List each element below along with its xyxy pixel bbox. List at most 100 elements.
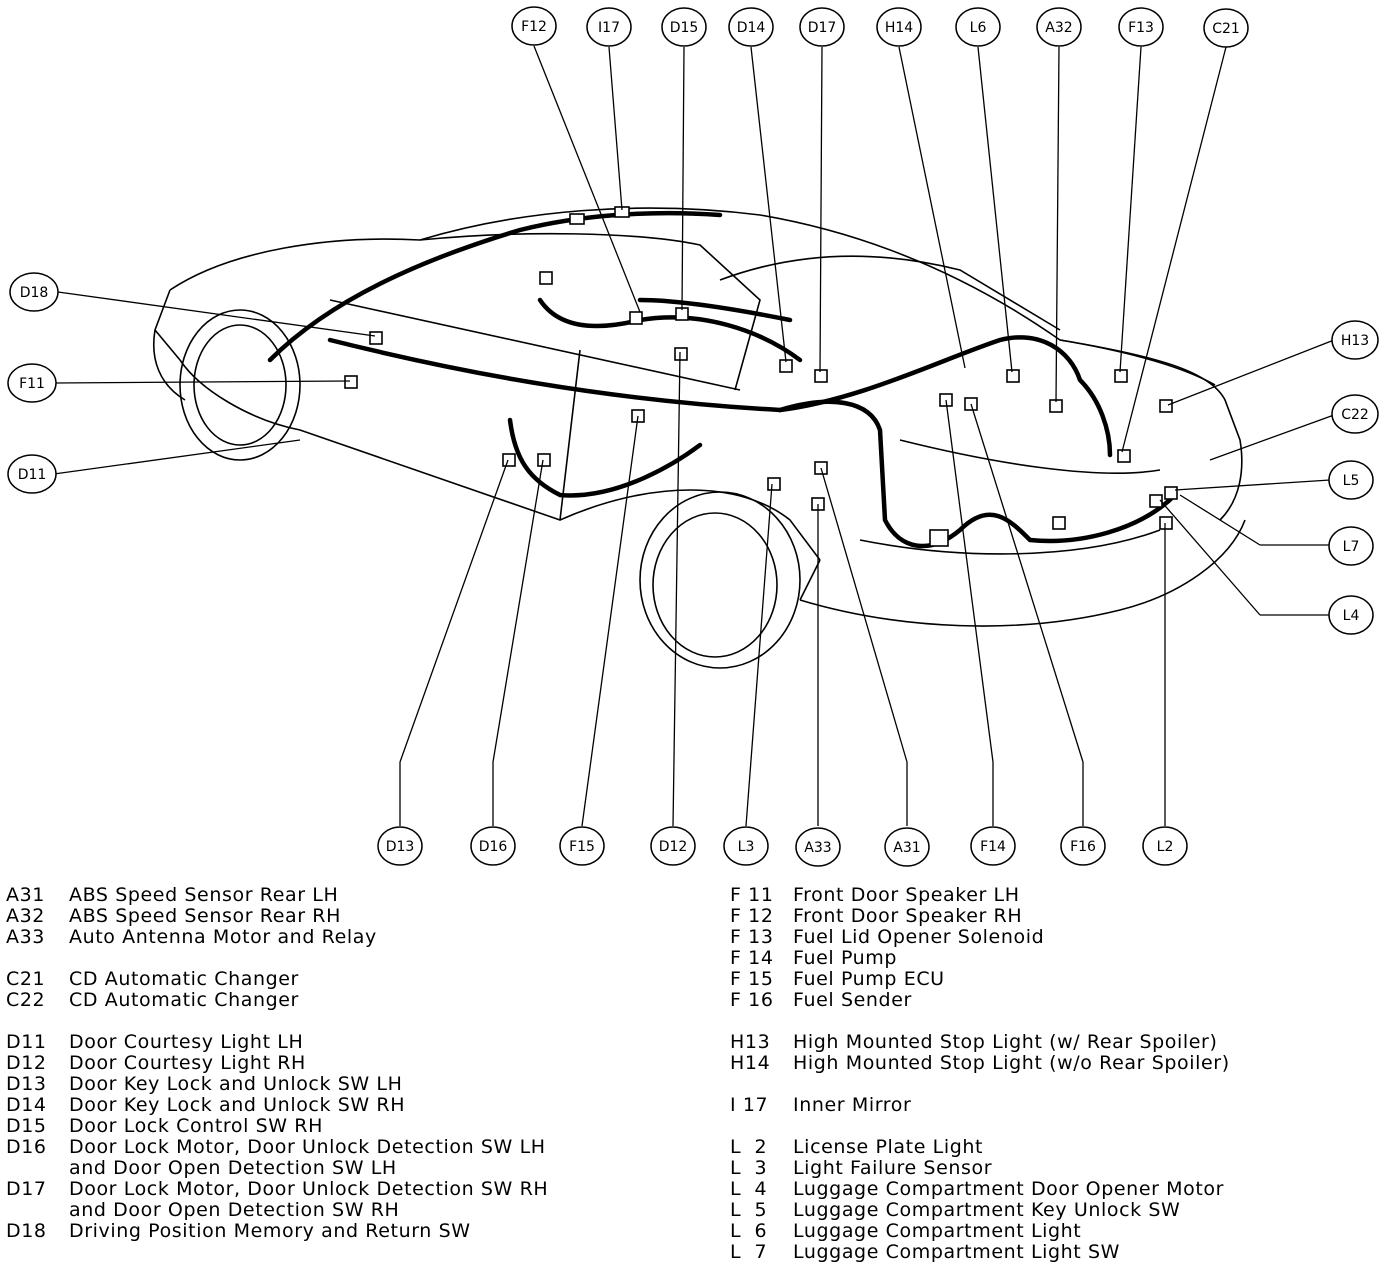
legend-code: L 5 bbox=[730, 1199, 768, 1221]
legend-desc: High Mounted Stop Light (w/ Rear Spoiler… bbox=[793, 1031, 1218, 1053]
legend-spacer bbox=[730, 1074, 1380, 1095]
callout-c22: C22 bbox=[1331, 394, 1379, 434]
legend-code: A32 bbox=[6, 905, 45, 927]
callout-d14: D14 bbox=[728, 7, 774, 47]
legend-code bbox=[6, 1158, 69, 1179]
legend-desc: Fuel Pump bbox=[793, 947, 898, 969]
svg-text:A31: A31 bbox=[893, 840, 920, 856]
callout-f12: F12 bbox=[511, 6, 557, 46]
legend-code: I 17 bbox=[730, 1094, 769, 1116]
legend-row: H13 High Mounted Stop Light (w/ Rear Spoi… bbox=[730, 1032, 1380, 1053]
svg-text:D16: D16 bbox=[479, 839, 508, 855]
legend-desc: Luggage Compartment Key Unlock SW bbox=[793, 1199, 1181, 1221]
legend-code: L 6 bbox=[730, 1220, 768, 1242]
legend-desc: ABS Speed Sensor Rear RH bbox=[69, 905, 341, 927]
legend-code: C22 bbox=[6, 989, 46, 1011]
callouts: F12 I17 D15 D14 D17 H14 L6 A32 F13 C21 D… bbox=[7, 6, 1379, 867]
callout-d16: D16 bbox=[470, 826, 516, 866]
legend-code: F 12 bbox=[730, 905, 774, 927]
legend-code: A31 bbox=[6, 884, 45, 906]
svg-text:D12: D12 bbox=[659, 839, 688, 855]
svg-text:D14: D14 bbox=[737, 20, 766, 36]
legend-desc: Inner Mirror bbox=[793, 1094, 912, 1116]
legend-code: F 16 bbox=[730, 989, 774, 1011]
legend-desc: Door Key Lock and Unlock SW RH bbox=[69, 1094, 406, 1116]
legend-spacer bbox=[730, 1011, 1380, 1032]
callout-d12: D12 bbox=[650, 826, 696, 866]
legend-spacer bbox=[730, 1116, 1380, 1137]
callout-a33: A33 bbox=[795, 827, 841, 867]
svg-text:F12: F12 bbox=[521, 19, 547, 35]
callout-l2: L2 bbox=[1142, 826, 1188, 866]
callout-l6: L6 bbox=[955, 7, 1001, 47]
callout-f14: F14 bbox=[970, 826, 1016, 866]
callout-c21: C21 bbox=[1203, 8, 1249, 48]
svg-text:F16: F16 bbox=[1070, 839, 1096, 855]
wiring-location-diagram: F12 I17 D15 D14 D17 H14 L6 A32 F13 C21 D… bbox=[7, 6, 1379, 867]
legend-code: D18 bbox=[6, 1220, 47, 1242]
legend-code: D15 bbox=[6, 1115, 47, 1137]
legend-desc: High Mounted Stop Light (w/o Rear Spoile… bbox=[793, 1052, 1230, 1074]
legend-code: D12 bbox=[6, 1052, 47, 1074]
legend-desc: Driving Position Memory and Return SW bbox=[69, 1220, 471, 1242]
svg-text:I17: I17 bbox=[598, 20, 620, 36]
legend-code: D17 bbox=[6, 1178, 47, 1200]
legend-desc: Door Lock Motor, Door Unlock Detection S… bbox=[69, 1136, 546, 1158]
svg-text:F11: F11 bbox=[19, 376, 45, 392]
legend-code: D11 bbox=[6, 1031, 47, 1053]
legend-desc: Front Door Speaker LH bbox=[793, 884, 1020, 906]
legend-row: I 17 Inner Mirror bbox=[730, 1095, 1380, 1116]
legend-code: L 7 bbox=[730, 1241, 768, 1263]
legend-desc: License Plate Light bbox=[793, 1136, 984, 1158]
legend-row: A32 ABS Speed Sensor Rear RH bbox=[6, 906, 696, 927]
svg-text:F13: F13 bbox=[1128, 20, 1154, 36]
legend-code: H14 bbox=[730, 1052, 771, 1074]
svg-text:L2: L2 bbox=[1157, 839, 1174, 855]
wiring-harness bbox=[267, 210, 1178, 549]
svg-text:D11: D11 bbox=[18, 467, 47, 483]
legend-desc: Luggage Compartment Door Opener Motor bbox=[793, 1178, 1225, 1200]
svg-text:A33: A33 bbox=[804, 840, 831, 856]
callout-d18: D18 bbox=[9, 272, 59, 312]
svg-text:C22: C22 bbox=[1341, 407, 1369, 423]
legend-desc: Luggage Compartment Light bbox=[793, 1220, 1082, 1242]
legend-code bbox=[6, 1200, 69, 1221]
svg-text:F14: F14 bbox=[980, 839, 1006, 855]
svg-text:D17: D17 bbox=[808, 20, 837, 36]
svg-text:D15: D15 bbox=[670, 20, 699, 36]
svg-text:C21: C21 bbox=[1212, 21, 1240, 37]
legend-desc: Door Lock Control SW RH bbox=[69, 1115, 323, 1137]
legend-row-continuation: and Door Open Detection SW LH bbox=[6, 1158, 696, 1179]
svg-text:D13: D13 bbox=[386, 839, 415, 855]
callout-f16: F16 bbox=[1060, 826, 1106, 866]
svg-text:L7: L7 bbox=[1343, 539, 1360, 555]
callout-f13: F13 bbox=[1118, 7, 1164, 47]
legend-code: H13 bbox=[730, 1031, 771, 1053]
svg-text:D18: D18 bbox=[20, 285, 49, 301]
legend-desc: and Door Open Detection SW RH bbox=[69, 1199, 400, 1221]
legend-desc: CD Automatic Changer bbox=[69, 968, 299, 990]
svg-text:L4: L4 bbox=[1343, 608, 1360, 624]
legend-desc: Light Failure Sensor bbox=[793, 1157, 993, 1179]
harness-connectors bbox=[344, 206, 1178, 547]
callout-d17: D17 bbox=[799, 7, 845, 47]
legend-row: D15 Door Lock Control SW RH bbox=[6, 1116, 696, 1137]
legend-code: L 3 bbox=[730, 1157, 768, 1179]
legend-desc: and Door Open Detection SW LH bbox=[69, 1157, 397, 1179]
legend-code: A33 bbox=[6, 926, 45, 948]
